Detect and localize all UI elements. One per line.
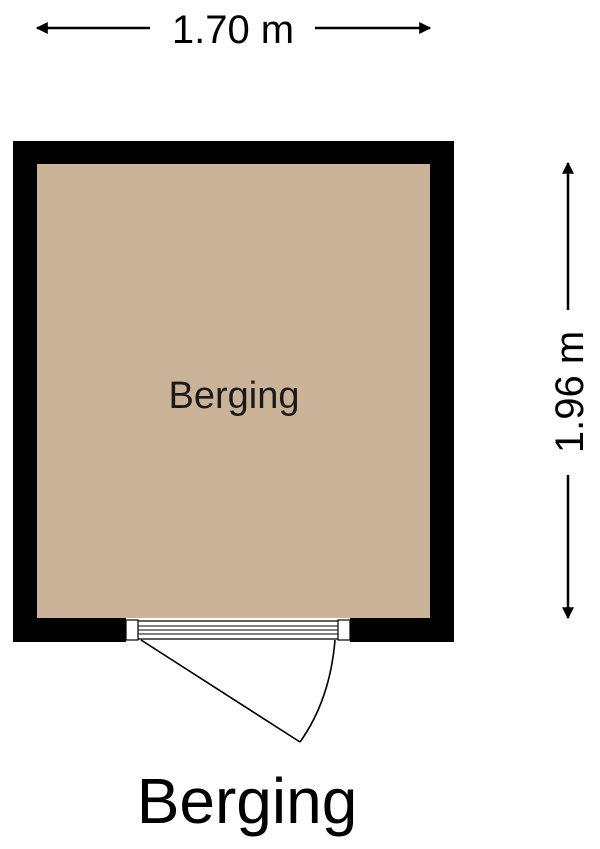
height-dimension: 1.96 m	[548, 161, 592, 620]
height-label: 1.96 m	[548, 331, 592, 453]
room-floor	[37, 164, 430, 618]
door-opening	[125, 618, 351, 642]
width-label: 1.70 m	[172, 8, 294, 52]
door-swing-arc	[299, 639, 336, 743]
plan-title: Berging	[137, 765, 358, 837]
room-label: Berging	[169, 375, 300, 417]
door-leaf	[140, 639, 301, 743]
door-swing	[140, 639, 336, 743]
width-dimension: 1.70 m	[35, 8, 432, 52]
